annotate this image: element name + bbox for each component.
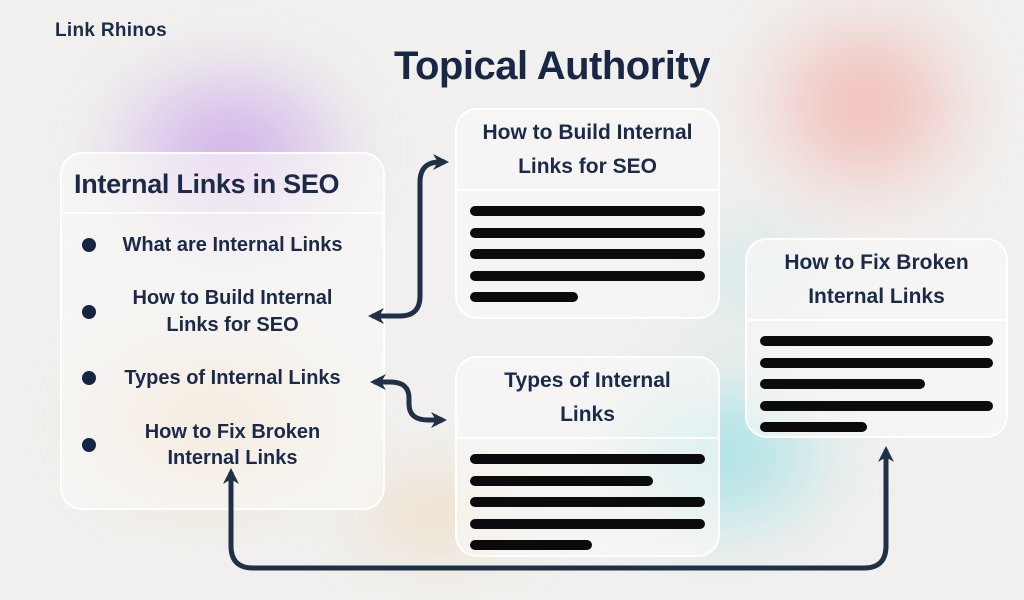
overview-bullet-item: What are Internal Links [76, 232, 369, 258]
text-line-bar [470, 227, 705, 238]
text-line-bar [760, 379, 926, 390]
bullet-dot-icon [82, 371, 96, 386]
overview-bullet-item: Types of Internal Links [76, 365, 369, 391]
text-line-bar [470, 475, 654, 486]
text-line-bar [470, 206, 705, 217]
text-line-bar [760, 336, 993, 347]
text-line-bar [470, 518, 705, 529]
text-line-bar [470, 540, 593, 551]
fix-links-card-body [747, 321, 1006, 433]
bullet-dot-icon [82, 437, 96, 452]
types-links-card-body [457, 439, 718, 551]
red-glow-blob [700, 0, 1024, 255]
page-title: Topical Authority [394, 44, 710, 88]
text-line-bar [760, 400, 993, 411]
overview-bullet-label: How to Fix Broken Internal Links [144, 420, 321, 469]
types-links-card: Types of Internal Links [455, 356, 720, 557]
overview-bullet-label: What are Internal Links [122, 234, 343, 256]
overview-bullet-item: How to Build Internal Links for SEO [76, 285, 369, 338]
text-line-bar [470, 292, 579, 303]
bullet-dot-icon [82, 238, 96, 253]
overview-card-title: Internal Links in SEO [62, 154, 383, 214]
overview-bullet-label: How to Build Internal Links for SEO [132, 287, 333, 336]
overview-bullet-label: Types of Internal Links [124, 367, 341, 390]
build-links-card-title: How to Build Internal Links for SEO [457, 110, 718, 192]
text-line-bar [470, 454, 705, 465]
types-links-card-title: Types of Internal Links [457, 358, 718, 440]
build-links-card-body [457, 191, 718, 303]
build-links-card: How to Build Internal Links for SEO [455, 108, 720, 319]
brand-logo: Link Rhinos [55, 20, 168, 41]
infographic-canvas: { "brand": { "logo_text": "Link Rhinos" … [15, 0, 1024, 600]
text-line-bar [470, 497, 705, 508]
fix-links-card: How to Fix Broken Internal Links [745, 238, 1008, 438]
text-line-bar [470, 270, 705, 281]
text-line-bar [760, 422, 868, 433]
overview-card: Internal Links in SEO What are Internal … [60, 152, 385, 510]
fix-links-card-title: How to Fix Broken Internal Links [747, 240, 1006, 322]
overview-bullet-item: How to Fix Broken Internal Links [76, 419, 369, 472]
bullet-dot-icon [82, 304, 96, 319]
text-line-bar [470, 249, 705, 260]
text-line-bar [760, 357, 993, 368]
